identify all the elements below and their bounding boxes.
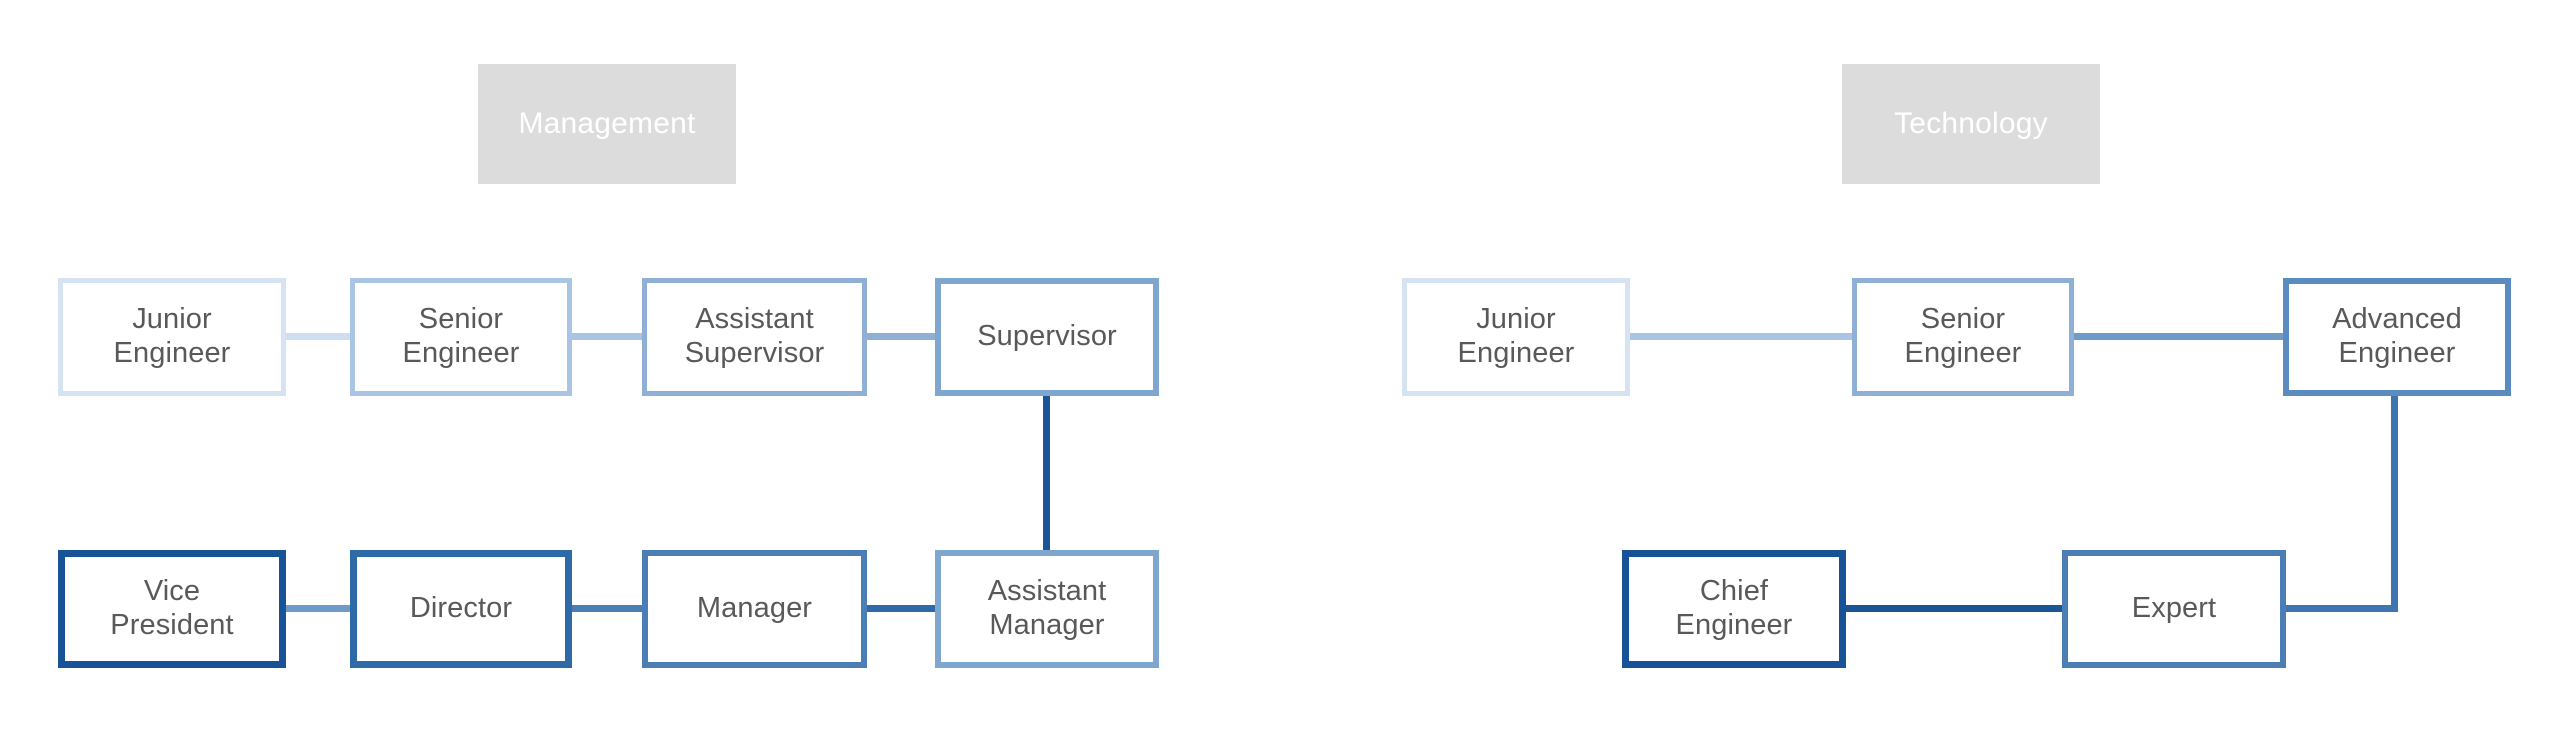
conn-mgmt-asstsup-to-supervisor <box>864 333 937 340</box>
node-mgmt-supervisor[interactable]: Supervisor <box>935 278 1159 396</box>
node-label: Junior Engineer <box>113 303 231 369</box>
node-tech-chief-engineer[interactable]: Chief Engineer <box>1622 550 1846 668</box>
node-mgmt-vice-president[interactable]: Vice President <box>58 550 286 668</box>
node-label: Expert <box>2131 592 2217 625</box>
conn-tech-senior-to-advanced <box>2071 333 2286 340</box>
node-tech-advanced-engineer[interactable]: Advanced Engineer <box>2283 278 2511 396</box>
group-header-management: Management <box>478 64 736 184</box>
conn-mgmt-supervisor-to-asstmgr <box>1043 392 1050 552</box>
node-label: Vice President <box>110 575 234 641</box>
conn-mgmt-manager-to-asstmgr <box>864 605 937 612</box>
node-label: Chief Engineer <box>1675 575 1793 641</box>
node-mgmt-director[interactable]: Director <box>350 550 572 668</box>
node-tech-junior-engineer[interactable]: Junior Engineer <box>1402 278 1630 396</box>
node-label: Senior Engineer <box>1904 303 2022 369</box>
node-mgmt-senior-engineer[interactable]: Senior Engineer <box>350 278 572 396</box>
node-tech-senior-engineer[interactable]: Senior Engineer <box>1852 278 2074 396</box>
node-mgmt-assistant-supervisor[interactable]: Assistant Supervisor <box>642 278 867 396</box>
node-label: Junior Engineer <box>1457 303 1575 369</box>
node-label: Assistant Manager <box>987 575 1107 641</box>
node-mgmt-manager[interactable]: Manager <box>642 550 867 668</box>
group-header-technology: Technology <box>1842 64 2100 184</box>
group-header-management-label: Management <box>518 107 696 140</box>
node-label: Manager <box>696 592 813 625</box>
conn-tech-advanced-to-expert-h <box>2282 605 2398 612</box>
node-label: Director <box>409 592 513 625</box>
conn-mgmt-senior-to-asstsup <box>570 333 644 340</box>
node-label: Assistant Supervisor <box>684 303 825 369</box>
conn-mgmt-director-to-manager <box>570 605 644 612</box>
node-label: Senior Engineer <box>402 303 520 369</box>
node-label: Supervisor <box>977 320 1117 353</box>
node-tech-expert[interactable]: Expert <box>2062 550 2286 668</box>
conn-tech-advanced-to-expert-v <box>2391 392 2398 612</box>
node-mgmt-assistant-manager[interactable]: Assistant Manager <box>935 550 1159 668</box>
conn-tech-junior-to-senior <box>1627 333 1855 340</box>
conn-mgmt-junior-to-senior <box>283 333 353 340</box>
group-header-technology-label: Technology <box>1894 107 2048 140</box>
node-mgmt-junior-engineer[interactable]: Junior Engineer <box>58 278 286 396</box>
conn-tech-chief-to-expert <box>1843 605 2065 612</box>
node-label: Advanced Engineer <box>2332 303 2462 369</box>
conn-mgmt-vp-to-director <box>283 605 353 612</box>
